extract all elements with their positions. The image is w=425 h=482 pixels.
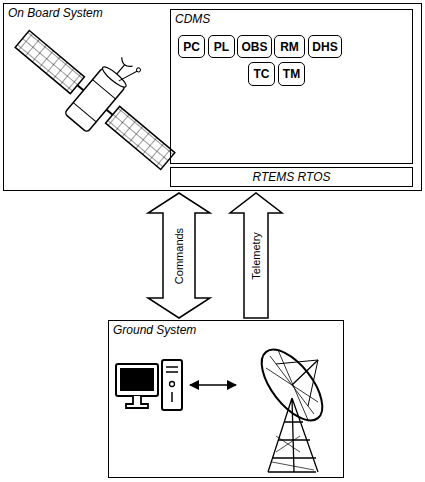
computer-illustration bbox=[116, 360, 182, 410]
subsystem-frame: CDMS PC PL OBS RM DHS TC TM bbox=[170, 9, 413, 164]
box-label: TC bbox=[254, 67, 270, 81]
link-arrow bbox=[190, 384, 236, 386]
satellite-illustration bbox=[3, 0, 202, 184]
module-box: PC bbox=[178, 35, 205, 58]
block-arrow bbox=[230, 193, 282, 318]
block-arrow bbox=[148, 193, 210, 318]
box-label: OBS bbox=[241, 40, 267, 54]
os-band: RTEMS RTOS bbox=[170, 167, 413, 187]
box-label: TM bbox=[283, 67, 300, 81]
arrow-label: Telemetry bbox=[250, 230, 262, 282]
box-label: DHS bbox=[312, 40, 337, 54]
system-frame: Ground System bbox=[108, 320, 344, 478]
frame-title: Ground System bbox=[113, 323, 196, 337]
module-box: DHS bbox=[308, 35, 342, 58]
module-box: PL bbox=[208, 35, 235, 58]
box-label: RTEMS RTOS bbox=[252, 170, 330, 184]
module-box: TM bbox=[278, 62, 305, 86]
box-label: PC bbox=[183, 40, 200, 54]
module-box: OBS bbox=[237, 35, 272, 58]
module-box: RM bbox=[274, 35, 305, 58]
frame-title: On Board System bbox=[8, 6, 103, 20]
dish-antenna-illustration bbox=[250, 340, 333, 472]
system-frame: On Board System CDMS PC PL OBS RM DHS TC TM RTEMS… bbox=[3, 3, 422, 191]
module-box: TC bbox=[248, 62, 275, 86]
frame-title: CDMS bbox=[175, 12, 210, 26]
box-label: RM bbox=[280, 40, 299, 54]
arrow-label: Commands bbox=[173, 225, 185, 285]
box-label: PL bbox=[214, 40, 229, 54]
